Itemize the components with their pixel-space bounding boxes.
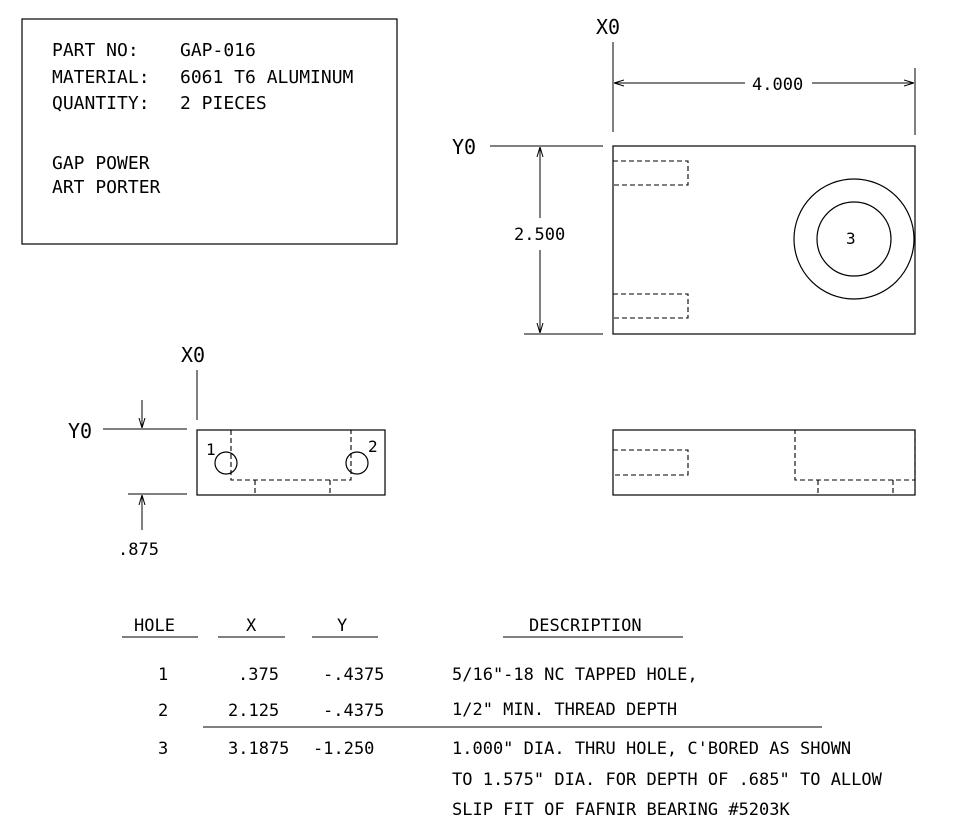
part-no-value: GAP-016 bbox=[180, 40, 256, 61]
title-block-frame bbox=[21, 18, 398, 245]
hidden-tapped-hole-1 bbox=[613, 160, 689, 186]
author-name: ART PORTER bbox=[52, 177, 161, 198]
front-hidden-counterbore bbox=[794, 430, 916, 481]
table-row-1-description: 5/16"-18 NC TAPPED HOLE, bbox=[452, 665, 698, 685]
hole-table-header-x: X bbox=[246, 616, 257, 636]
hidden-tapped-hole-2 bbox=[613, 293, 689, 319]
table-row-3-description-line-1: 1.000" DIA. THRU HOLE, C'BORED AS SHOWN bbox=[452, 739, 851, 759]
side-view: X0 Y0 .875 1 2 bbox=[68, 343, 386, 560]
thru-hole-circle bbox=[816, 201, 892, 277]
table-row-1-x: .375 bbox=[238, 665, 279, 685]
hidden-counterbore bbox=[230, 430, 352, 481]
hole-table-header-y: Y bbox=[337, 616, 347, 636]
width-dimension: 4.000 bbox=[752, 75, 803, 95]
table-row-3-x: 3.1875 bbox=[228, 739, 289, 759]
hole-table-header-hole: HOLE bbox=[134, 616, 175, 636]
table-row-3-description-line-3: SLIP FIT OF FAFNIR BEARING #5203K bbox=[452, 800, 791, 820]
counterbore-circle bbox=[793, 178, 915, 300]
table-row-1-hole: 1 bbox=[158, 665, 168, 685]
side-view-x-origin: X0 bbox=[181, 343, 205, 367]
height-dimension: 2.500 bbox=[514, 225, 565, 245]
table-row-2-description: 1/2" MIN. THREAD DEPTH bbox=[452, 700, 677, 720]
hole-2-label: 2 bbox=[368, 437, 378, 456]
hole-1-label: 1 bbox=[206, 440, 216, 459]
side-view-outline bbox=[196, 429, 386, 496]
table-row-2-x: 2.125 bbox=[228, 701, 279, 721]
table-row-3-hole: 3 bbox=[158, 739, 168, 759]
side-view-y-origin: Y0 bbox=[68, 419, 92, 443]
tapped-hole-1-circle bbox=[214, 451, 238, 475]
company-name: GAP POWER bbox=[52, 153, 150, 174]
top-view-y-origin: Y0 bbox=[452, 135, 476, 159]
quantity-value: 2 PIECES bbox=[180, 93, 267, 114]
part-no-label: PART NO: bbox=[52, 40, 139, 61]
front-view bbox=[612, 429, 916, 496]
tapped-hole-2-circle bbox=[345, 451, 369, 475]
depth-dimension: .875 bbox=[118, 540, 159, 560]
hole-table: HOLE X Y DESCRIPTION 1 .375 -.4375 5/16"… bbox=[122, 616, 883, 820]
top-view: X0 4.000 Y0 2.500 3 bbox=[452, 15, 916, 335]
quantity-label: QUANTITY: bbox=[52, 93, 150, 114]
table-row-2-hole: 2 bbox=[158, 701, 168, 721]
top-view-outline bbox=[612, 145, 916, 335]
material-label: MATERIAL: bbox=[52, 67, 150, 88]
hole-table-header-description: DESCRIPTION bbox=[529, 616, 642, 636]
material-value: 6061 T6 ALUMINUM bbox=[180, 67, 354, 88]
table-row-3-description-line-2: TO 1.575" DIA. FOR DEPTH OF .685" TO ALL… bbox=[452, 770, 883, 790]
table-row-3-y: -1.250 bbox=[313, 739, 374, 759]
table-row-2-y: -.4375 bbox=[323, 701, 384, 721]
table-row-1-y: -.4375 bbox=[323, 665, 384, 685]
title-block: PART NO: GAP-016 MATERIAL: 6061 T6 ALUMI… bbox=[21, 18, 398, 245]
hole-3-label: 3 bbox=[846, 229, 856, 248]
front-hidden-tapped-hole bbox=[613, 449, 689, 476]
front-view-outline bbox=[612, 429, 916, 496]
top-view-x-origin: X0 bbox=[596, 15, 620, 39]
